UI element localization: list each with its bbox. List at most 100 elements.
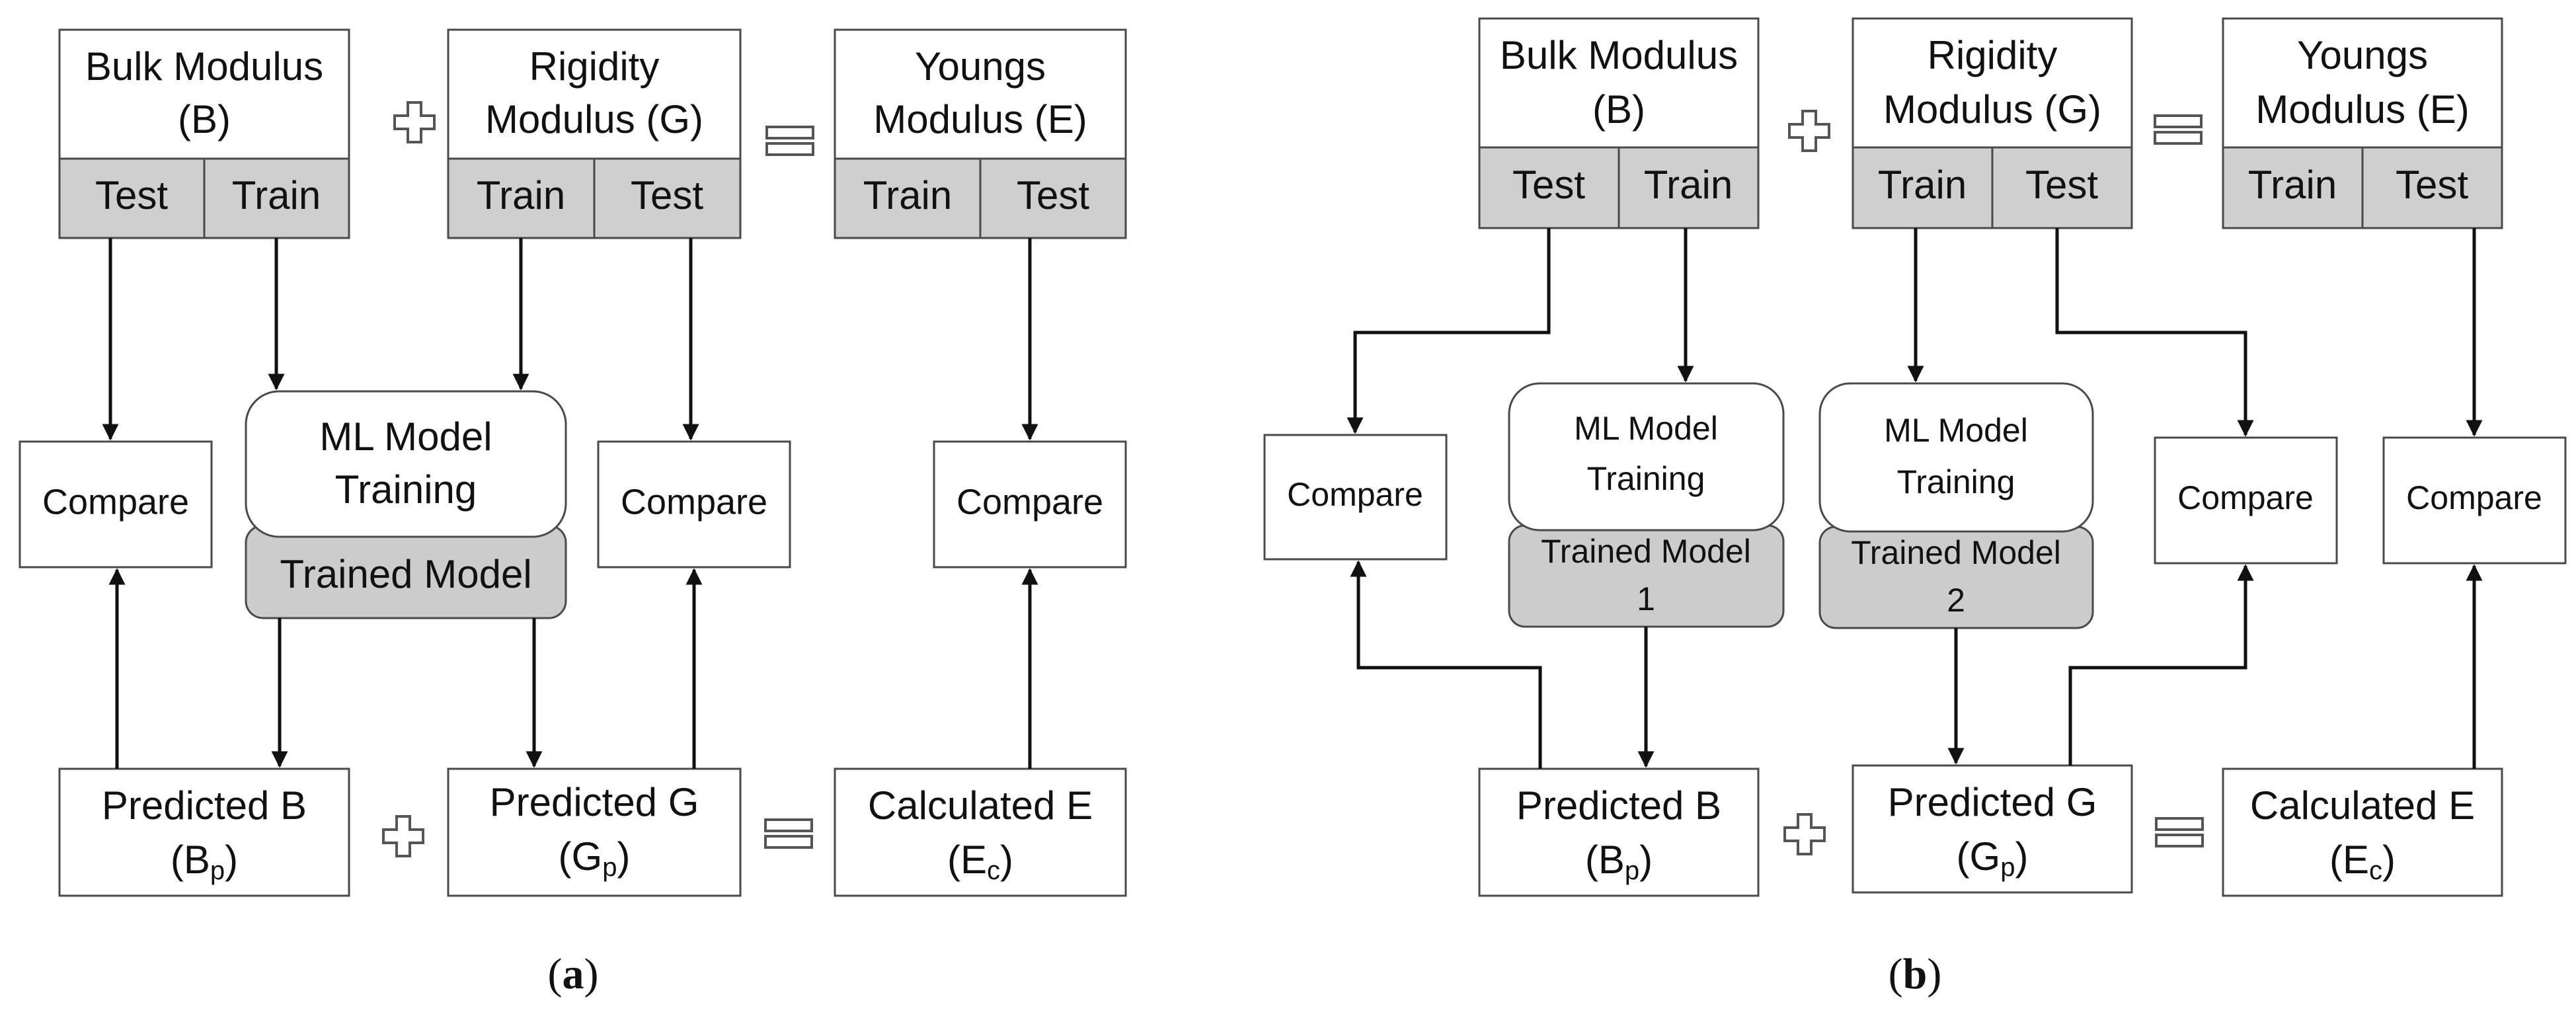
ml-model-training-2: ML Model Training Trained Model 2 bbox=[1818, 382, 2094, 629]
equals-icon bbox=[2155, 817, 2204, 847]
rigidity-train-label: Train bbox=[477, 173, 565, 217]
rigidity-modulus-box: Rigidity Modulus (G) Train Test bbox=[447, 28, 742, 239]
predicted-g-box: Predicted G (Gp) bbox=[447, 767, 742, 897]
compare-label-bulk: Compare bbox=[1287, 476, 1423, 513]
rigidity-test-cell bbox=[1991, 146, 2133, 229]
rigidity-test-label: Test bbox=[631, 173, 703, 217]
compare-label-rigidity: Compare bbox=[2177, 479, 2314, 516]
predicted-b-symbol: (Bp) bbox=[171, 838, 238, 885]
predicted-b-label: Predicted B bbox=[1516, 783, 1721, 828]
predicted-b-symbol: (Bp) bbox=[1585, 838, 1653, 885]
plus-icon bbox=[1788, 110, 1830, 152]
youngs-test-cell bbox=[2361, 146, 2503, 229]
compare-box-rigidity bbox=[597, 440, 791, 569]
youngs-modulus-title: Youngs bbox=[915, 44, 1046, 89]
bulk-train-label: Train bbox=[1644, 163, 1733, 207]
youngs-train-cell bbox=[834, 157, 982, 239]
rigidity-test-label: Test bbox=[2025, 163, 2098, 207]
rigidity-train-label: Train bbox=[1878, 163, 1967, 207]
trained-model-1-label: Trained Model bbox=[1541, 533, 1751, 570]
bulk-modulus-box: Bulk Modulus (B) Test Train bbox=[1478, 17, 1760, 229]
youngs-test-label: Test bbox=[1017, 173, 1089, 217]
ml-model-label: ML Model bbox=[319, 414, 492, 459]
predicted-b-label: Predicted B bbox=[102, 783, 307, 828]
rigidity-train-cell bbox=[1852, 146, 1994, 229]
predicted-g-label: Predicted G bbox=[490, 780, 699, 824]
bulk-test-cell bbox=[1478, 146, 1620, 229]
equals-icon bbox=[764, 818, 813, 849]
bulk-modulus-title: Bulk Modulus bbox=[1500, 33, 1738, 77]
predicted-g-box: Predicted G (Gp) bbox=[1852, 764, 2133, 894]
bulk-train-label: Train bbox=[232, 173, 321, 217]
rigidity-modulus-subtitle: Modulus (G) bbox=[485, 97, 703, 141]
youngs-train-label: Train bbox=[2248, 163, 2337, 207]
caption-b: (b) bbox=[1889, 950, 1942, 998]
ml-training-block bbox=[245, 390, 567, 538]
calculated-e-box: Calculated E (Ec) bbox=[834, 767, 1127, 897]
plus-icon bbox=[382, 815, 424, 857]
ml-model-training: ML Model Training Trained Model bbox=[245, 390, 567, 619]
youngs-modulus-title: Youngs bbox=[2297, 33, 2428, 77]
predicted-g-symbol: (Gp) bbox=[559, 834, 631, 882]
connectors-a bbox=[102, 238, 1038, 769]
calculated-e-label: Calculated E bbox=[868, 783, 1093, 828]
trained-model-1-number: 1 bbox=[1637, 580, 1655, 617]
rigidity-test-cell bbox=[593, 157, 742, 239]
compare-label-youngs: Compare bbox=[2406, 479, 2542, 516]
bulk-modulus-box: Bulk Modulus (B) Test Train bbox=[58, 28, 350, 239]
compare-box-youngs bbox=[2382, 436, 2567, 565]
compare-box-youngs bbox=[933, 440, 1127, 569]
compare-box-bulk bbox=[19, 440, 213, 569]
rigidity-modulus-box: Rigidity Modulus (G) Train Test bbox=[1852, 17, 2133, 229]
ml-training-2-block bbox=[1818, 382, 2094, 533]
compare-label-bulk: Compare bbox=[42, 482, 189, 522]
bulk-test-cell bbox=[58, 157, 206, 239]
ml-model-training-1: ML Model Training Trained Model 1 bbox=[1508, 382, 1785, 628]
youngs-train-label: Train bbox=[863, 173, 952, 217]
calculated-e-symbol: (Ec) bbox=[947, 838, 1013, 885]
equals-icon bbox=[765, 126, 814, 156]
caption-a: (a) bbox=[548, 950, 599, 998]
ml-training-label: Training bbox=[335, 467, 477, 512]
arrow-predicted-g-to-compare bbox=[2068, 564, 2254, 765]
plus-icon bbox=[1783, 813, 1826, 855]
calculated-e-label: Calculated E bbox=[2250, 783, 2475, 828]
ml-training-1-label: Training bbox=[1587, 460, 1705, 497]
connectors-b bbox=[1347, 228, 2483, 769]
panel-a: Bulk Modulus (B) Test Train Rigidity Mod… bbox=[19, 28, 1127, 998]
rigidity-modulus-title: Rigidity bbox=[529, 44, 660, 89]
predicted-b-box: Predicted B (Bp) bbox=[1478, 767, 1760, 897]
panel-b: Bulk Modulus (B) Test Train Rigidity Mod… bbox=[1263, 17, 2567, 998]
youngs-modulus-subtitle: Modulus (E) bbox=[2255, 87, 2469, 132]
ml-model-1-label: ML Model bbox=[1574, 410, 1718, 447]
bulk-train-cell bbox=[203, 157, 350, 239]
youngs-test-label: Test bbox=[2396, 163, 2468, 207]
youngs-test-cell bbox=[979, 157, 1127, 239]
ml-training-2-label: Training bbox=[1897, 463, 2015, 500]
bulk-modulus-symbol: (B) bbox=[178, 97, 231, 141]
rigidity-modulus-title: Rigidity bbox=[1928, 33, 2058, 77]
bulk-modulus-symbol: (B) bbox=[1592, 87, 1645, 132]
rigidity-modulus-subtitle: Modulus (G) bbox=[1883, 87, 2101, 132]
equals-icon bbox=[2154, 114, 2203, 145]
bulk-train-cell bbox=[1618, 146, 1760, 229]
predicted-g-symbol: (Gp) bbox=[1957, 834, 2029, 882]
arrow-predicted-b-to-compare bbox=[1350, 560, 1542, 769]
trained-model-label: Trained Model bbox=[280, 552, 531, 596]
bulk-test-label: Test bbox=[95, 173, 168, 217]
trained-model-2-label: Trained Model bbox=[1851, 534, 2061, 571]
compare-label-rigidity: Compare bbox=[621, 482, 767, 522]
youngs-modulus-box: Youngs Modulus (E) Train Test bbox=[834, 28, 1127, 239]
bulk-test-label: Test bbox=[1512, 163, 1585, 207]
ml-model-2-label: ML Model bbox=[1884, 412, 2028, 449]
compare-box-bulk bbox=[1263, 434, 1448, 561]
predicted-g-label: Predicted G bbox=[1888, 780, 2097, 824]
bulk-modulus-title: Bulk Modulus bbox=[85, 44, 323, 89]
trained-model-2-number: 2 bbox=[1947, 582, 1965, 619]
compare-label-youngs: Compare bbox=[956, 482, 1103, 522]
ml-training-1-block bbox=[1508, 382, 1785, 531]
plus-icon bbox=[393, 101, 436, 143]
calculated-e-symbol: (Ec) bbox=[2329, 838, 2396, 885]
